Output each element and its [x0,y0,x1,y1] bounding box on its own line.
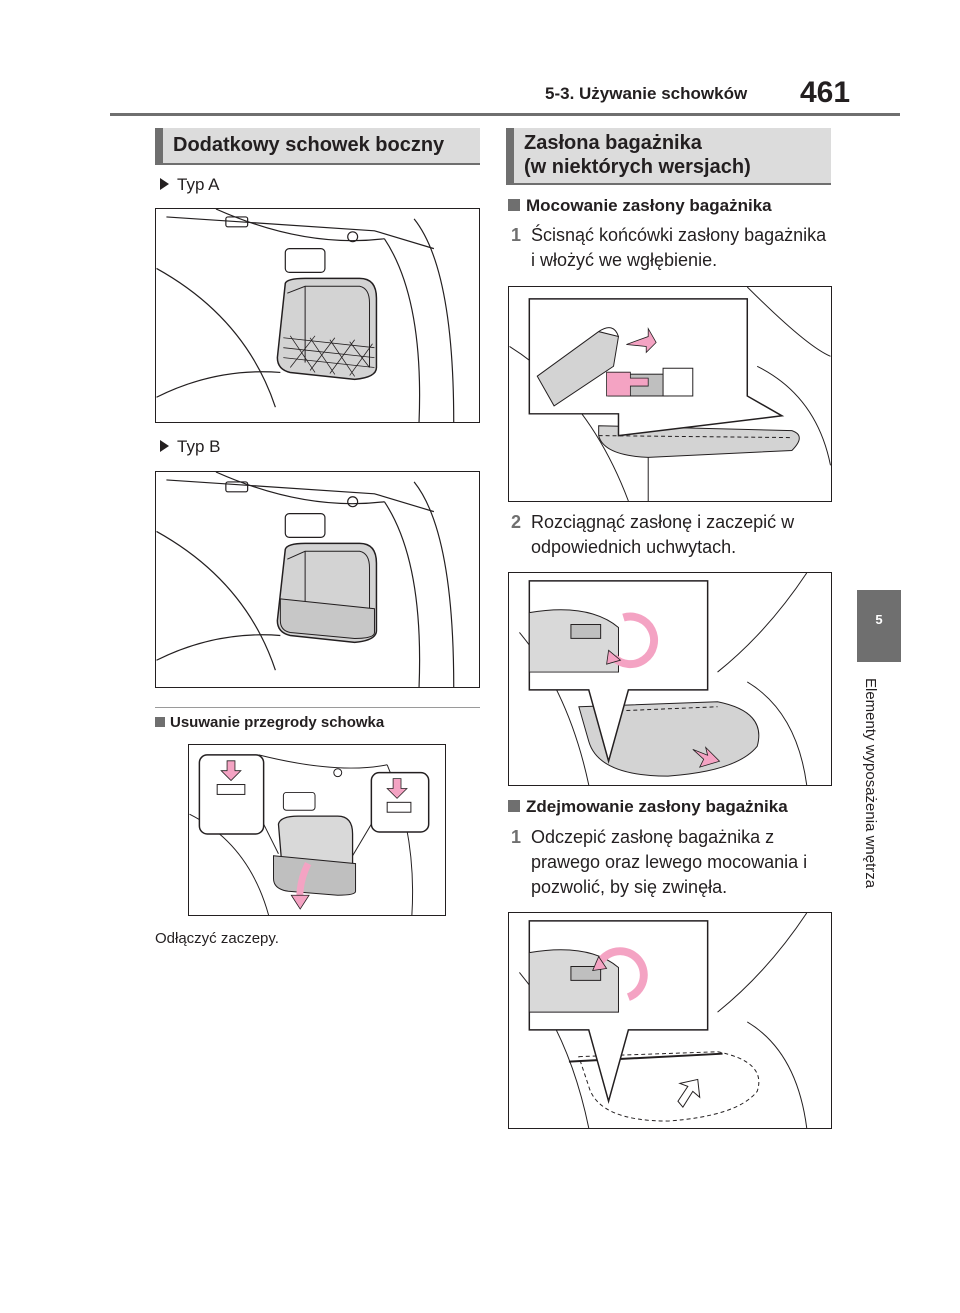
type-a-label: Typ A [160,175,220,195]
subheading-remove-cover: Zdejmowanie zasłony bagażnika [508,797,788,817]
caption-detach-clips: Odłączyć zaczepy. [155,930,279,947]
step-remove-1: 1 Odczepić zasłonę bagażnika z prawego o… [511,827,808,897]
subheading-remove-divider: Usuwanie przegrody schowka [155,714,384,731]
subheading-install-cover: Mocowanie zasłony bagażnika [508,196,772,216]
divider-line [155,707,480,708]
cover-release-illustration [519,913,808,1128]
figure-hook-cover [508,572,832,786]
figure-install-cover [508,286,832,502]
square-bullet-icon [508,199,520,211]
section-heading-side-storage: Dodatkowy schowek boczny [155,128,480,165]
chapter-tab [857,590,901,662]
figure-remove-cover [508,912,832,1129]
storage-panel-illustration [156,472,455,687]
running-header-section: 5-3. Używanie schowków [545,84,748,103]
square-bullet-icon [155,717,165,727]
chapter-number: 5 [875,612,883,627]
figure-type-a [155,208,480,423]
cover-hook-illustration [519,573,808,785]
cover-insert-illustration [509,287,831,501]
step-install-1: 1 Ścisnąć końcówki zasłony bagażnika i w… [511,225,827,270]
chapter-title: Elementy wyposażenia wnętrza [862,678,879,889]
triangle-bullet-icon [160,440,169,452]
divider-removal-illustration [189,754,430,915]
figure-type-b [155,471,480,688]
page-number: 461 [800,76,851,109]
header-rule [110,113,900,116]
figure-remove-divider [188,744,446,916]
storage-net-illustration [156,209,455,422]
section-heading-cargo-cover: Zasłona bagażnika (w niektórych wersjach… [506,128,831,185]
triangle-bullet-icon [160,178,169,190]
type-b-label: Typ B [160,437,220,457]
step-install-2: 2 Rozciągnąć zasłonę i zaczepić w odpowi… [511,512,795,557]
square-bullet-icon [508,800,520,812]
